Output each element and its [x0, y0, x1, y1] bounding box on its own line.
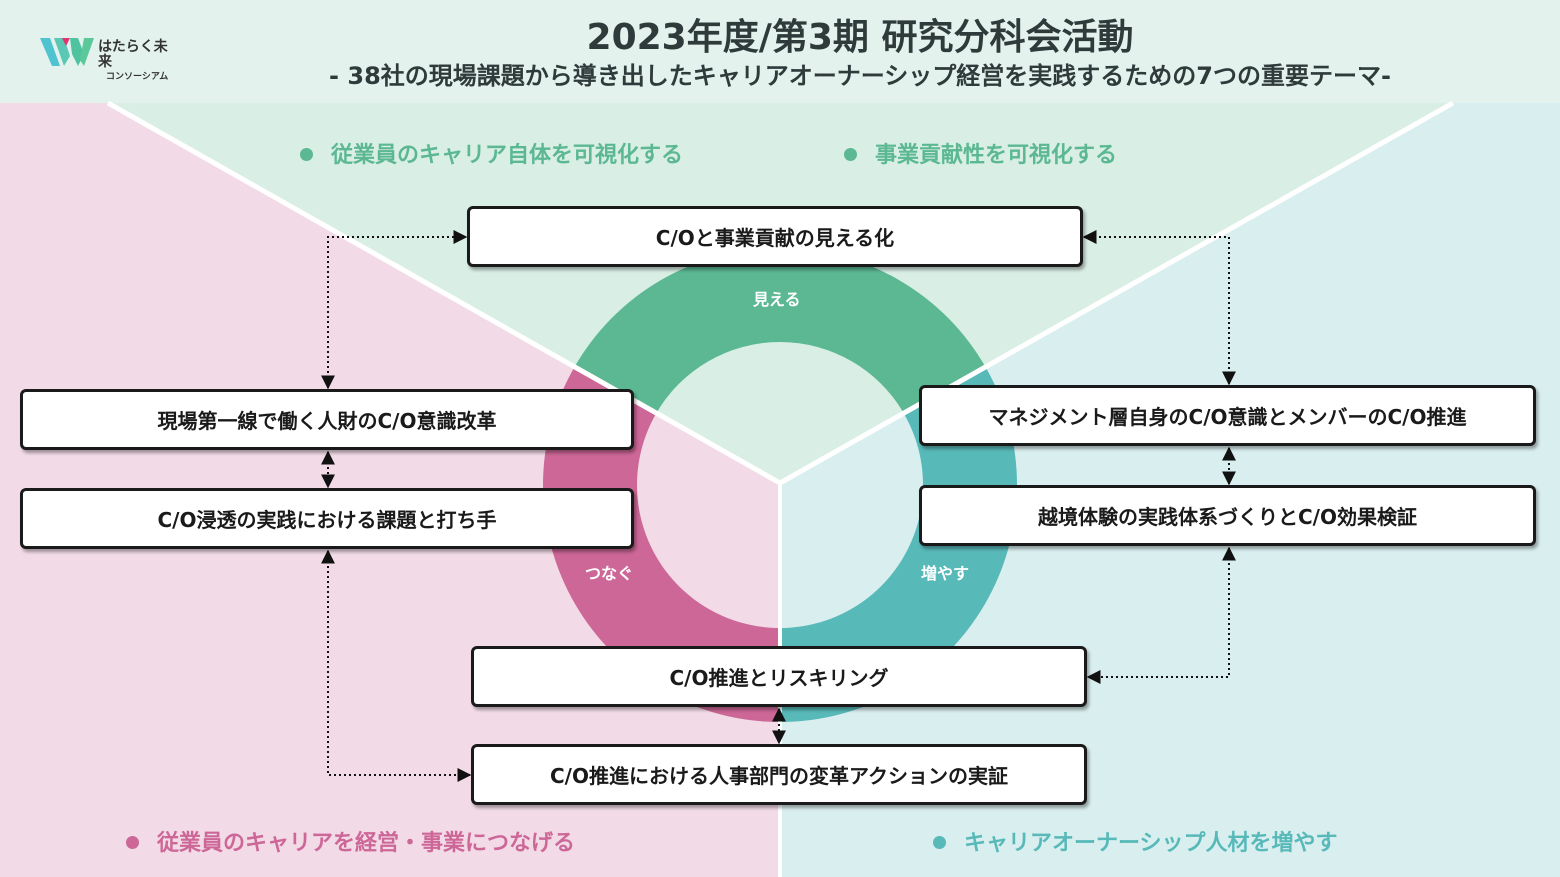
category-label: 従業員のキャリア自体を可視化する: [331, 143, 684, 168]
ring-segment-see: [573, 247, 987, 415]
page-title: 2023年度/第3期 研究分科会活動: [586, 17, 1134, 58]
logo-w-icon: [40, 38, 94, 66]
category-label: キャリアオーナーシップ人材を増やす: [964, 831, 1338, 856]
logo-text: はたらく未来 コンソーシアム: [98, 40, 180, 85]
ring-chart: [543, 247, 1017, 722]
connectors: [321, 230, 1236, 782]
connector-top-right: [1082, 230, 1236, 386]
ring-label-see: 見える: [753, 290, 801, 309]
connector-top-left: [321, 230, 468, 390]
category-label: 従業員のキャリアを経営・事業につなげる: [157, 831, 576, 856]
theme-box-bottom-1: C/O推進とリスキリング: [471, 646, 1087, 707]
page-subtitle: - 38社の現場課題から導き出したキャリアオーナーシップ経営を実践するための7つ…: [329, 62, 1391, 90]
theme-box-top: C/Oと事業貢献の見える化: [467, 206, 1083, 267]
logo: はたらく未来 コンソーシアム: [40, 34, 180, 82]
ring-segment-increase: [780, 368, 1017, 722]
bullet-icon: [933, 835, 946, 849]
ring-label-connect: つなぐ: [585, 564, 634, 583]
theme-box-left-2: C/O浸透の実践における課題と打ち手: [20, 488, 634, 549]
bullet-icon: [300, 147, 313, 161]
category-label: 事業貢献性を可視化する: [875, 143, 1118, 168]
category-bottom-right: キャリアオーナーシップ人材を増やす: [933, 825, 1338, 857]
logo-name: はたらく未来: [98, 39, 168, 70]
theme-box-left-1: 現場第一線で働く人財のC/O意識改革: [20, 389, 634, 450]
header-band: [0, 0, 1560, 103]
theme-box-bottom-2: C/O推進における人事部門の変革アクションの実証: [471, 744, 1087, 805]
theme-box-right-1: マネジメント層自身のC/O意識とメンバーのC/O推進: [919, 385, 1536, 446]
category-top-right: 事業貢献性を可視化する: [844, 137, 1117, 169]
bullet-icon: [844, 147, 857, 161]
ring-segment-connect: [543, 368, 780, 722]
bullet-icon: [126, 835, 139, 849]
category-top-left: 従業員のキャリア自体を可視化する: [300, 137, 683, 169]
ring-label-increase: 増やす: [921, 564, 970, 583]
logo-subname: コンソーシアム: [106, 72, 169, 82]
category-bottom-left: 従業員のキャリアを経営・事業につなげる: [126, 825, 575, 857]
theme-box-right-2: 越境体験の実践体系づくりとC/O効果検証: [919, 485, 1536, 546]
